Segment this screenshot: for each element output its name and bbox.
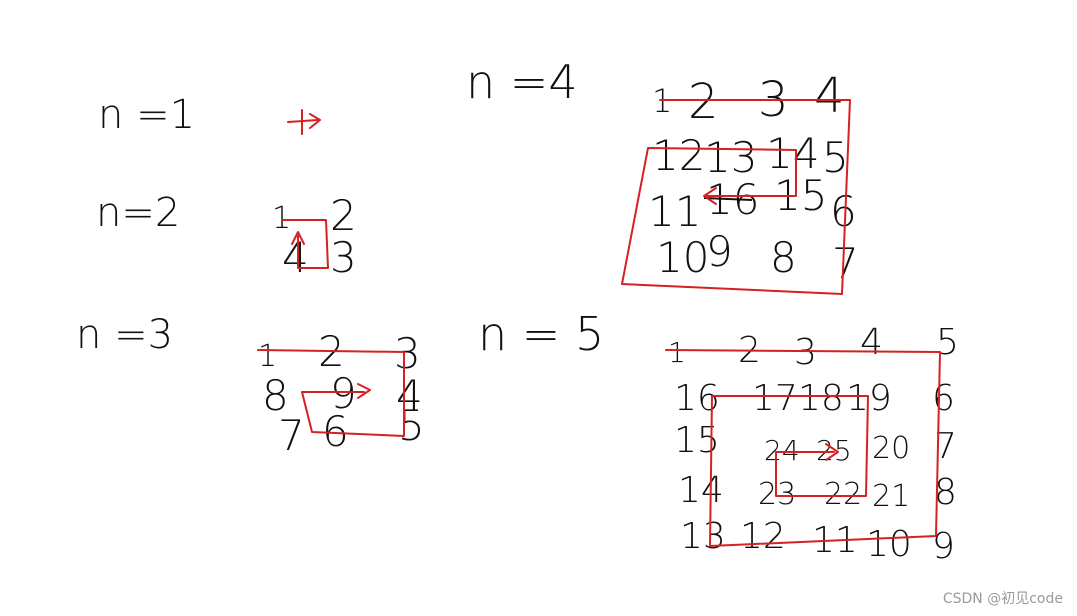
panel-n4-spiral-path bbox=[621, 99, 851, 295]
panel-n5-cell-r2c0: 15 bbox=[674, 420, 720, 461]
panel-n5-cell-r0c2: 3 bbox=[794, 332, 817, 373]
panel-n5-spiral-path bbox=[665, 349, 941, 547]
panel-n5-arrowhead bbox=[825, 443, 839, 461]
panel-n4-cell-r2c3: 6 bbox=[830, 187, 857, 236]
panel-n3-cell-r0c2: 3 bbox=[394, 329, 421, 378]
panel-n5-cell-r0c3: 4 bbox=[860, 322, 883, 363]
panel-n4-cell-r3c1: 9 bbox=[706, 227, 733, 276]
panel-n4-cell-r0c1: 2 bbox=[688, 74, 719, 130]
panel-n4-cell-r0c3: 4 bbox=[814, 68, 845, 124]
panel-n3-cell-r2c1: 6 bbox=[322, 407, 349, 456]
panel-n3: n =3 1 2 3 8 9 4 7 6 5 bbox=[76, 312, 425, 460]
panel-n5-cell-r3c1: 23 bbox=[758, 477, 796, 512]
csdn-watermark: CSDN @初见code bbox=[942, 591, 1063, 607]
panel-n5-cell-r2c2: 25 bbox=[816, 434, 852, 467]
panel-n5-label: n = 5 bbox=[478, 307, 604, 361]
panel-n3-cell-r2c2: 5 bbox=[398, 401, 425, 450]
panel-n3-cell-r1c0: 8 bbox=[262, 371, 289, 420]
panel-n5-cell-r2c3: 20 bbox=[872, 431, 910, 466]
panel-n1-arrowhead bbox=[309, 113, 321, 129]
panel-n5-cell-r2c1: 24 bbox=[764, 434, 800, 467]
panel-n4-arrowhead bbox=[703, 187, 717, 205]
panel-n4-cell-r1c2: 14 bbox=[766, 129, 819, 178]
panel-n1-label: n =1 bbox=[98, 92, 195, 138]
panel-n5-cell-r1c4: 6 bbox=[932, 378, 955, 419]
panel-n3-cell-r0c0: 1 bbox=[258, 339, 277, 374]
panel-n5-cell-r3c4: 8 bbox=[934, 472, 957, 513]
panel-n4: n =4 1 2 3 4 12 13 14 5 11 16 15 6 10 9 … bbox=[466, 55, 859, 295]
panel-n2-label: n=2 bbox=[96, 190, 180, 236]
panel-n4-cell-r1c3: 5 bbox=[822, 133, 849, 182]
panel-n5-cell-r0c0: 1 bbox=[668, 336, 686, 369]
panel-n5-cell-r2c4: 7 bbox=[934, 426, 957, 467]
panel-n5-cell-r4c0: 13 bbox=[680, 516, 726, 557]
panel-n4-strikethrough-16 bbox=[703, 197, 753, 201]
panel-n2-arrowhead bbox=[291, 231, 305, 245]
panel-n4-cell-r1c0: 12 bbox=[652, 131, 705, 180]
panel-n5-cell-r3c3: 21 bbox=[872, 479, 910, 514]
panel-n5-cell-r4c3: 10 bbox=[866, 524, 912, 565]
panel-n5-cell-r4c1: 12 bbox=[740, 516, 786, 557]
panel-n5: n = 5 1 2 3 4 5 16 17 18 19 6 15 24 25 2… bbox=[478, 307, 959, 567]
panel-n4-cell-r3c3: 7 bbox=[832, 239, 859, 288]
panel-n4-cell-r3c2: 8 bbox=[770, 233, 797, 282]
panel-n1: n =1 bbox=[98, 92, 321, 138]
panel-n5-cell-r4c4: 9 bbox=[932, 526, 955, 567]
panel-n3-spiral-path bbox=[257, 349, 405, 437]
panel-n3-arrowhead bbox=[357, 383, 371, 399]
panel-n5-cell-r1c2: 18 bbox=[798, 378, 844, 419]
panel-n5-cell-r1c1: 17 bbox=[752, 378, 798, 419]
panel-n2-spiral-path bbox=[281, 219, 329, 269]
panel-n3-label: n =3 bbox=[76, 312, 173, 358]
panel-n5-cell-r0c4: 5 bbox=[936, 322, 959, 363]
panel-n5-cell-r3c2: 22 bbox=[824, 477, 862, 512]
panel-n2-cell-r0c1: 2 bbox=[330, 191, 357, 240]
panel-n4-cell-r3c0: 10 bbox=[656, 233, 709, 282]
panel-n2-cell-r1c1: 3 bbox=[330, 233, 357, 282]
panel-n2: n=2 1 2 4 3 bbox=[96, 190, 357, 282]
panel-n3-cell-r1c1: 9 bbox=[330, 369, 357, 418]
panel-n5-cell-r3c0: 14 bbox=[678, 470, 724, 511]
panel-n4-label: n =4 bbox=[466, 55, 578, 109]
panel-n2-cell-r0c0: 1 bbox=[272, 201, 291, 236]
panel-n3-cell-r2c0: 7 bbox=[278, 411, 305, 460]
panel-n4-cell-r1c1: 13 bbox=[704, 133, 757, 182]
panel-n4-cell-r2c0: 11 bbox=[648, 187, 701, 236]
panel-n3-cell-r1c2: 4 bbox=[396, 371, 423, 420]
panel-n2-cell-r1c0: 4 bbox=[282, 233, 309, 282]
